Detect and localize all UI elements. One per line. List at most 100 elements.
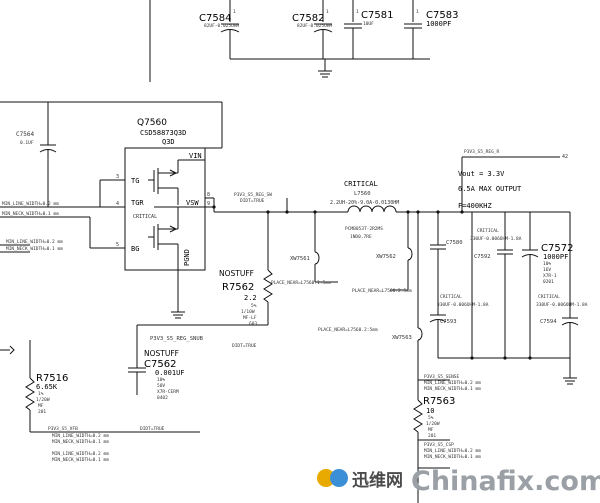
q7560-pin-pgnd: PGND [183, 249, 191, 266]
r7516-ref: R7516 [36, 373, 68, 384]
vsw-net-label: P3V3_S5_REG_SW [234, 192, 272, 198]
output-node [390, 157, 578, 503]
vfb-net-label: P3V3_S5_VFB [48, 426, 78, 432]
junction-dot [503, 356, 507, 360]
cs-neck-width: MIN_NECK_WIDTH=0.1 mm [424, 454, 481, 460]
c7583-value: 1000PF [426, 20, 451, 28]
junction-dot [212, 205, 216, 209]
output-cap330-b: 330UF-0.006OHM-1.8A [437, 302, 489, 308]
vout-note: Vout = 3.3V [458, 170, 505, 178]
junction-dot [528, 356, 532, 360]
c7592-ref: C7592 [474, 254, 491, 260]
vfb-neck-width-b: MIN_NECK_WIDTH=0.1 mm [52, 457, 109, 463]
q7560-pin-tg: TG [131, 177, 139, 185]
c7572-volt: 16V [543, 267, 551, 273]
c7583-ref: C7583 [426, 10, 458, 21]
r7563-type: MF [428, 427, 434, 433]
output-critical-b: CRITICAL [440, 294, 462, 300]
r7516-tol: 1% [38, 391, 44, 397]
c7562-value: 0.001UF [155, 369, 185, 377]
sense-neck-width: MIN_NECK_WIDTH=0.1 mm [424, 386, 481, 392]
xw7563-place-near: PLACE_NEAR=L7560.2:5mm [318, 327, 378, 333]
vfb-line-width: MIN_LINE_WIDTH=0.2 mm [52, 433, 109, 439]
c7582-pin: 1 [326, 9, 329, 15]
c7580-ref: C7580 [446, 240, 463, 246]
junction-dot [460, 210, 464, 214]
c7562-pkg: 0402 [157, 395, 168, 401]
c7572-ref: C7572 [541, 243, 573, 254]
sense-line-width: MIN_LINE_WIDTH=0.2 mm [424, 380, 481, 386]
r7562-ref: R7562 [222, 282, 254, 293]
q7560-ref: Q7560 [137, 118, 167, 128]
watermark-cn: 迅维网 [352, 470, 403, 491]
r7562-pkg: 603 [249, 321, 257, 327]
c7584-value: 82UF-0.025OHM [204, 23, 240, 29]
output-cap330-a: 330UF-0.006OHM-1.8A [470, 236, 522, 242]
q7560-pin-vsw: VSW [186, 199, 199, 207]
junction-dot [285, 210, 289, 214]
l7560-critical: CRITICAL [344, 180, 378, 188]
left-net-1: MIN_LINE_WIDTH=0.2 mm [2, 201, 59, 207]
l7560-ref: L7560 [354, 191, 371, 197]
r7563-pkg: 201 [428, 433, 436, 439]
q7560-pin-bg: BG [131, 245, 139, 253]
r7516-branch [0, 340, 200, 432]
vfb-neck-width: MIN_NECK_WIDTH=0.1 mm [52, 439, 109, 445]
q7560-critical: CRITICAL [133, 214, 157, 220]
vfb-didt: DIDT=TRUE [140, 426, 165, 432]
c7584-pin: 1 [233, 9, 236, 15]
r7563-ref: R7563 [423, 396, 455, 407]
r7562-nostuff: NOSTUFF [219, 269, 254, 278]
junction-dot [470, 356, 474, 360]
imax-note: 6.5A MAX OUTPUT [458, 185, 522, 193]
output-cap330-c: 330UF-0.006OHM-1.8A [536, 302, 588, 308]
watermark: 迅维网 Chinafix.com [317, 466, 600, 497]
r7516-power: 1/20W [36, 397, 50, 403]
junction-dot [406, 210, 410, 214]
r7563-value: 10 [426, 407, 434, 415]
freq-note: F=400KHZ [458, 202, 492, 210]
r7562-value: 2.2 [244, 294, 257, 302]
watermark-en: Chinafix.com [411, 466, 600, 497]
r7516-value: 6.65K [36, 383, 58, 391]
left-wiring [0, 0, 222, 252]
xw7561-place-near: PLACE_NEAR=L7560.1:5mm [271, 280, 331, 286]
q7560-pinnum-9: 9 [207, 201, 210, 207]
c7572-value: 1000PF [543, 253, 568, 261]
r7562-power: 1/10W [241, 309, 255, 315]
q7560-body [125, 148, 205, 318]
q7560-pinnum-tgr: 4 [116, 201, 119, 207]
q7560-pinnum-tg: 3 [116, 174, 119, 180]
c7562-volt: 50V [157, 383, 165, 389]
c7581-value: 10UF [363, 21, 374, 27]
c7584-ref: C7584 [199, 13, 231, 24]
c7564-ref: C7564 [16, 131, 34, 138]
output-net-label: P3V3_S5_REG_R [464, 149, 500, 155]
l7560-part: PCMB053T-2R2MS [345, 226, 383, 232]
c7582-ref: C7582 [292, 13, 324, 24]
xw7562-ref: XW7562 [376, 254, 396, 260]
c7562-type: X7R-CERM [157, 389, 179, 395]
c7572-pkg: 0201 [543, 279, 554, 285]
cs-net-label: P3V3_S5_CSP [424, 442, 454, 448]
junction-dot [416, 210, 420, 214]
r7562-type: MF-LF [243, 315, 257, 321]
output-page-ref: 42 [562, 154, 568, 160]
junction-dot [266, 210, 270, 214]
c7562-nostuff: NOSTUFF [144, 349, 179, 358]
c7583-pin: 1 [416, 9, 419, 15]
c7582-value: 82UF-0.025OHM [297, 23, 333, 29]
r7563-tol: 5% [428, 415, 434, 421]
watermark-logo-icon [330, 469, 348, 487]
left-net-2: MIN_NECK_WIDTH=0.1 mm [2, 211, 59, 217]
cs-line-width: MIN_LINE_WIDTH=0.2 mm [424, 448, 481, 454]
l7560-pkg: 1ND0.7RE [350, 234, 372, 240]
xw7562-place-near: PLACE_NEAR=L7560.2:5mm [352, 288, 412, 294]
output-critical-c: CRITICAL [538, 294, 560, 300]
q7560-pkg: Q3D [162, 138, 175, 146]
q7560-pinnum-bg: 5 [116, 242, 119, 248]
vfb-line-width-b: MIN_LINE_WIDTH=0.2 mm [52, 451, 109, 457]
watermark-logo-icon [317, 469, 335, 487]
left-net-4: MIN_NECK_WIDTH=0.1 mm [6, 246, 63, 252]
